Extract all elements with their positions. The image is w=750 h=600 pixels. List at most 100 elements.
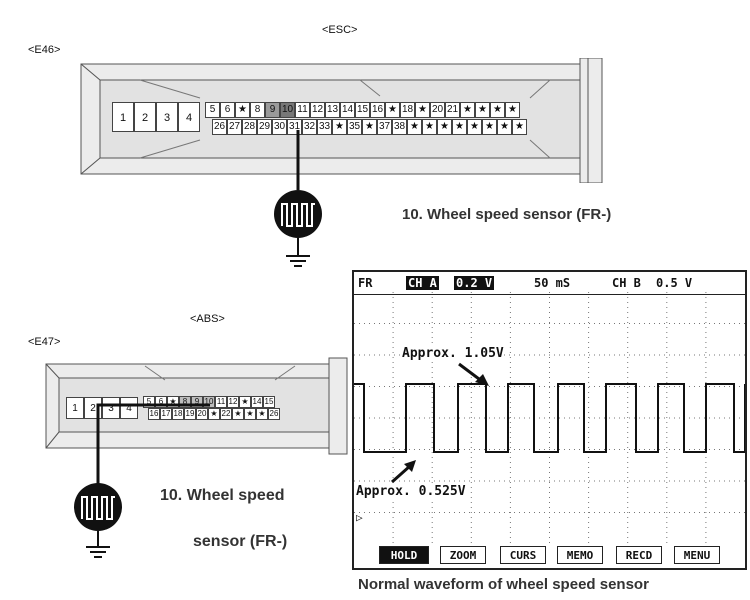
recd-button[interactable]: RECD — [616, 546, 662, 564]
annotation-low-arrow — [391, 460, 416, 484]
esc-pin: ★ — [490, 102, 505, 118]
esc-pin: 26 — [212, 119, 227, 135]
esc-pin: ★ — [437, 119, 452, 135]
scope-ch-b-volt: 0.5 V — [656, 276, 693, 290]
esc-pin: 20 — [430, 102, 445, 118]
abs-pin: 26 — [268, 408, 280, 420]
esc-pin: 13 — [325, 102, 340, 118]
abs-pin: 22 — [220, 408, 232, 420]
annotation-high: Approx. 1.05V — [402, 346, 504, 361]
waveform-trace — [354, 383, 745, 453]
esc-pin: ★ — [505, 102, 520, 118]
esc-pin: 2 — [134, 102, 156, 132]
abs-pin: 11 — [215, 396, 227, 408]
abs-pin: 18 — [172, 408, 184, 420]
esc-pin: 8 — [250, 102, 265, 118]
scope-ch-a-volt: 0.2 V — [454, 276, 495, 290]
ground-icon — [286, 255, 310, 267]
menu-button[interactable]: MENU — [674, 546, 720, 564]
abs-pin: ★ — [232, 408, 244, 420]
esc-pin: ★ — [362, 119, 377, 135]
esc-pin: 12 — [310, 102, 325, 118]
abs-big-pin-block: 1 2 3 4 — [66, 397, 138, 419]
abs-pin: 19 — [184, 408, 196, 420]
abs-pin: 20 — [196, 408, 208, 420]
abs-pin: 17 — [160, 408, 172, 420]
abs-pin: ★ — [239, 396, 251, 408]
esc-connector-id: <E46> — [28, 44, 61, 56]
esc-pin: ★ — [415, 102, 430, 118]
esc-pin: 28 — [242, 119, 257, 135]
esc-pin: ★ — [452, 119, 467, 135]
hold-button[interactable]: HOLD — [379, 546, 429, 564]
abs-title: <ABS> — [190, 313, 225, 325]
esc-pin: 21 — [445, 102, 460, 118]
scope-time: 50 mS — [534, 276, 571, 290]
esc-pin: 37 — [377, 119, 392, 135]
abs-pin: ★ — [244, 408, 256, 420]
oscilloscope-screen: FR CH A 0.2 V 50 mS CH B 0.5 V — [352, 270, 747, 570]
esc-pin: 30 — [272, 119, 287, 135]
esc-pin: ★ — [407, 119, 422, 135]
esc-pin: 15 — [355, 102, 370, 118]
ground-marker-icon: ▷ — [356, 511, 363, 524]
esc-pin: 35 — [347, 119, 362, 135]
esc-pin: ★ — [460, 102, 475, 118]
esc-pin: 10 — [280, 102, 295, 118]
abs-sensor-caption-line2: sensor (FR-) — [193, 533, 288, 550]
esc-pin: ★ — [422, 119, 437, 135]
esc-pin: ★ — [497, 119, 512, 135]
esc-pin: 4 — [178, 102, 200, 132]
esc-pin: 14 — [340, 102, 355, 118]
abs-connector-id: <E47> — [28, 336, 61, 348]
esc-pin: ★ — [512, 119, 527, 135]
esc-title: <ESC> — [322, 24, 358, 36]
esc-pin: 1 — [112, 102, 134, 132]
esc-sensor-caption: 10. Wheel speed sensor (FR-) — [402, 206, 612, 223]
esc-pin: 33 — [317, 119, 332, 135]
esc-pin: 29 — [257, 119, 272, 135]
figure-caption: Normal waveform of wheel speed sensor — [358, 576, 649, 593]
abs-sensor-caption-line1: 10. Wheel speed — [160, 487, 285, 504]
abs-pin: 4 — [120, 397, 138, 419]
esc-pin: 9 — [265, 102, 280, 118]
esc-big-pin-block: 1 2 3 4 — [112, 102, 200, 132]
esc-pin: ★ — [467, 119, 482, 135]
abs-pin: ★ — [208, 408, 220, 420]
esc-pin: 3 — [156, 102, 178, 132]
memo-button[interactable]: MEMO — [557, 546, 603, 564]
curs-button[interactable]: CURS — [500, 546, 546, 564]
esc-pin: 27 — [227, 119, 242, 135]
esc-pin: ★ — [385, 102, 400, 118]
esc-pin: 11 — [295, 102, 310, 118]
scope-header: FR CH A 0.2 V 50 mS CH B 0.5 V — [354, 272, 745, 295]
annotation-low: Approx. 0.525V — [356, 484, 466, 499]
ground-icon — [86, 546, 110, 558]
esc-pin: 6 — [220, 102, 235, 118]
esc-pin: 5 — [205, 102, 220, 118]
esc-pin: ★ — [235, 102, 250, 118]
esc-pin: ★ — [332, 119, 347, 135]
abs-pin: 14 — [251, 396, 263, 408]
esc-pin: ★ — [482, 119, 497, 135]
scope-channel-label: FR — [358, 276, 373, 290]
abs-sensor-wiring — [74, 403, 210, 558]
scope-ch-a: CH A — [406, 276, 439, 290]
zoom-button[interactable]: ZOOM — [440, 546, 486, 564]
abs-pin: ★ — [256, 408, 268, 420]
abs-pin: 16 — [148, 408, 160, 420]
abs-pin: 3 — [102, 397, 120, 419]
esc-pin: 38 — [392, 119, 407, 135]
abs-pin: 15 — [263, 396, 275, 408]
esc-sensor-wiring — [274, 130, 322, 267]
abs-pin: 1 — [66, 397, 84, 419]
scope-ch-b: CH B — [612, 276, 641, 290]
esc-pin: 18 — [400, 102, 415, 118]
esc-pin: 16 — [370, 102, 385, 118]
esc-pin: 32 — [302, 119, 317, 135]
annotation-high-arrow — [458, 362, 489, 386]
